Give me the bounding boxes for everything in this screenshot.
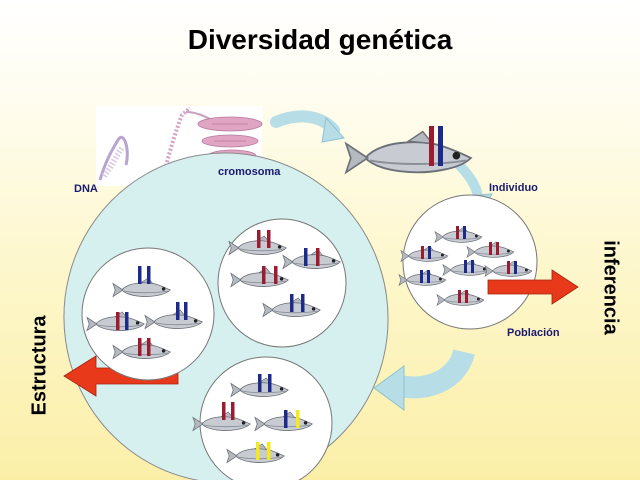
page-title: Diversidad genética	[187, 24, 453, 55]
dna-label: DNA	[74, 183, 98, 195]
subpopulation-top	[217, 218, 347, 348]
arrow-to-structure	[397, 348, 475, 399]
structure-arrow	[63, 355, 179, 397]
population-fish	[398, 226, 533, 306]
individual-fish	[344, 130, 472, 174]
individual-allele-blue	[438, 126, 443, 166]
structure-label: Estructura	[28, 315, 51, 416]
population-label: Población	[507, 327, 560, 339]
chromosome-label: cromosoma	[218, 166, 281, 178]
individual-allele-red	[429, 126, 434, 166]
inference-arrow	[487, 269, 579, 305]
subpopulation-left	[81, 247, 215, 381]
inference-label: inferencia	[599, 240, 622, 335]
individual-label: Individuo	[489, 182, 538, 194]
subpopulation-bottom	[192, 356, 333, 480]
